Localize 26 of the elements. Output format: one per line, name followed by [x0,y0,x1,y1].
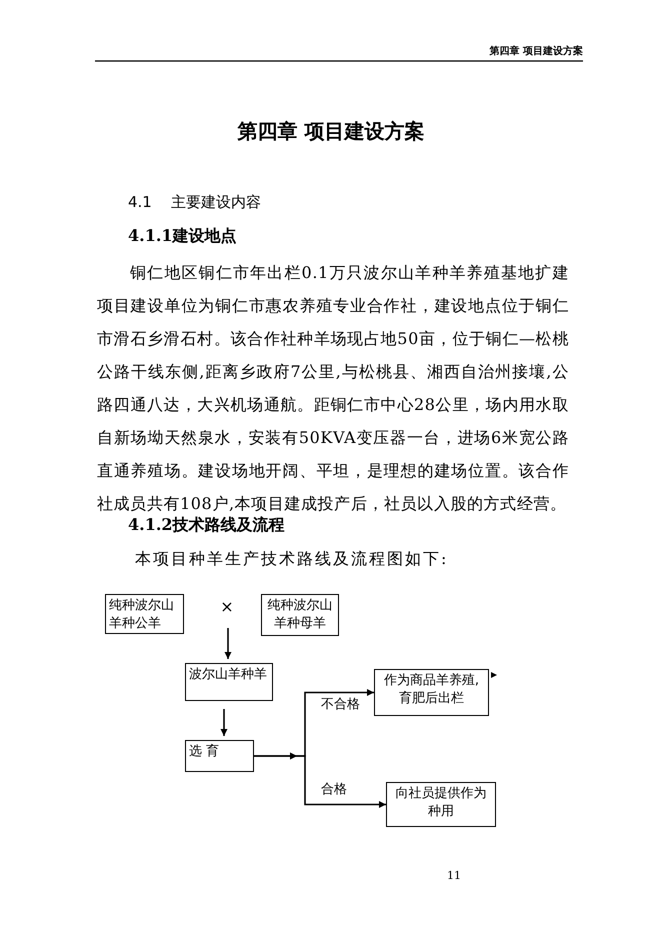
box-text: 作为商品羊养殖,育肥后出栏 [382,672,480,708]
subsection-heading: 4.1.1建设地点 [128,226,237,247]
body-paragraph: 铜仁地区铜仁市年出栏0.1万只波尔山羊种羊养殖基地扩建项目建设单位为铜仁市惠农养殖专业合作社，建设地点位于铜仁市滑石乡滑石村。该合作社种羊场现占地50亩，位于铜仁—松桃公路干线东侧,距离乡政府7公里,与松桃县、湘西自治州接壤,公路四通八达，大兴机场通航。距铜仁市中心28公里，场内用水取自新场坳天然泉水，安装有50KVA变压器一台，进场6米宽公路直通养殖场。建设场地开阔、平坦，是理想的建场位置。该合作社成员共有108户,本项目建成投产后，社员以入股的方式经营。 [97,262,569,515]
page-title: 第四章 项目建设方案 [236,118,426,145]
arrow [224,628,232,659]
cross-symbol: × [216,598,238,620]
process-box [105,594,184,634]
box-text: 选 育 [189,743,220,761]
subsection-heading: 4.1.2技术路线及流程 [128,515,285,536]
process-box [386,782,496,827]
arrow [254,752,386,808]
page-number: 11 [447,869,461,882]
box-text: 纯种波尔山羊种母羊 [266,597,334,633]
running-header: 第四章 项目建设方案 [490,44,583,58]
box-text: 波尔山羊种羊 [189,666,268,684]
process-box [261,594,339,636]
edge-label: 不合格 [320,694,361,712]
intro-sentence: 本项目种羊生产技术路线及流程图如下: [135,549,448,570]
process-box [185,740,254,772]
process-box [185,663,273,701]
arrow [220,709,228,736]
section-heading: 4.1 主要建设内容 [128,193,261,212]
box-text: 纯种波尔山羊种公羊 [109,597,175,633]
process-box [374,669,489,716]
box-text: 向社员提供作为种用 [394,785,488,821]
edge-label: 合格 [320,780,348,798]
